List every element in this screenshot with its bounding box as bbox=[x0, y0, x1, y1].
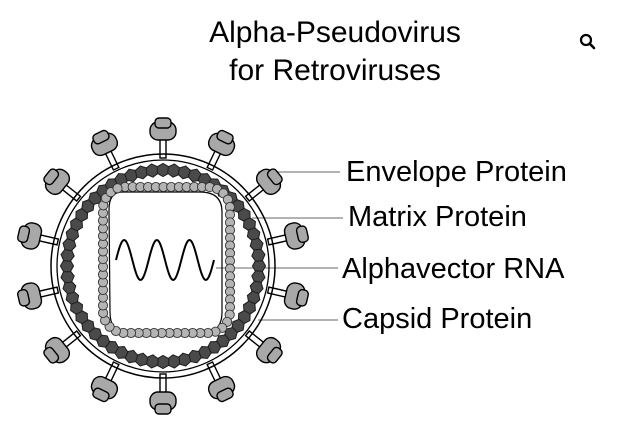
title-line-2: for Retroviruses bbox=[229, 54, 441, 87]
capsid-protein-subunit bbox=[251, 259, 267, 273]
title-line-1: Alpha-Pseudovirus bbox=[209, 16, 461, 49]
spike-head-cap bbox=[154, 403, 172, 415]
capsid-protein-subunit bbox=[167, 354, 181, 369]
envelope-spike bbox=[17, 282, 60, 310]
envelope-spike bbox=[90, 361, 120, 403]
envelope-spike bbox=[244, 330, 283, 364]
capsid-protein-subunit bbox=[145, 163, 159, 178]
envelope-spike bbox=[17, 222, 60, 250]
diagram-title: Alpha-Pseudovirus for Retroviruses bbox=[150, 14, 520, 90]
spike-head-cap bbox=[266, 346, 283, 364]
spike-stem bbox=[159, 373, 167, 395]
capsid-protein-subunit bbox=[156, 162, 170, 178]
spike-head-cap bbox=[43, 168, 60, 186]
search-button[interactable] bbox=[576, 30, 600, 54]
envelope-spike bbox=[244, 168, 283, 202]
capsid-protein-subunit bbox=[156, 354, 170, 370]
envelope-inner-ring bbox=[56, 159, 270, 373]
spike-head-cap bbox=[266, 168, 283, 186]
spike-head-cap bbox=[295, 288, 309, 307]
spike-head-cap bbox=[92, 387, 110, 403]
spike-head-cap bbox=[154, 117, 172, 129]
label-matrix-protein: Matrix Protein bbox=[348, 201, 527, 233]
spike-head-cap bbox=[43, 346, 60, 364]
envelope-spike bbox=[43, 168, 82, 202]
spike-stem bbox=[159, 137, 167, 159]
envelope-outer-ring bbox=[50, 153, 276, 379]
spike-head-cap bbox=[92, 129, 110, 145]
label-envelope-protein: Envelope Protein bbox=[346, 156, 567, 188]
label-alphavector-rna: Alphavector RNA bbox=[342, 253, 565, 285]
capsid-protein-subunit bbox=[251, 248, 266, 262]
spike-head-cap bbox=[216, 387, 234, 403]
search-icon bbox=[579, 33, 596, 50]
envelope-spike bbox=[149, 373, 177, 415]
spike-head-cap bbox=[17, 225, 31, 244]
envelope-spike bbox=[266, 282, 309, 310]
capsid-protein-subunit bbox=[60, 270, 75, 284]
envelope-spike bbox=[90, 129, 120, 171]
envelope-spike bbox=[206, 361, 236, 403]
label-capsid-protein: Capsid Protein bbox=[342, 303, 533, 335]
capsid-protein-subunit bbox=[60, 248, 75, 262]
envelope-spike bbox=[149, 117, 177, 159]
spike-head-cap bbox=[216, 129, 234, 145]
capsid-ring bbox=[59, 162, 267, 370]
envelope-spike bbox=[206, 129, 236, 171]
capsid-protein-subunit bbox=[145, 354, 159, 369]
matrix-ring bbox=[97, 181, 236, 339]
matrix-protein-subunit bbox=[112, 183, 123, 194]
envelope-spike bbox=[43, 330, 82, 364]
spike-head-cap bbox=[295, 225, 309, 244]
capsid-protein-subunit bbox=[167, 163, 181, 178]
capsid-protein-subunit bbox=[59, 259, 75, 273]
alphavector-rna-strand bbox=[115, 238, 215, 282]
envelope-spike bbox=[266, 222, 309, 250]
spike-head-cap bbox=[17, 288, 31, 307]
envelope-spikes bbox=[17, 117, 309, 415]
capsid-protein-subunit bbox=[251, 270, 266, 284]
